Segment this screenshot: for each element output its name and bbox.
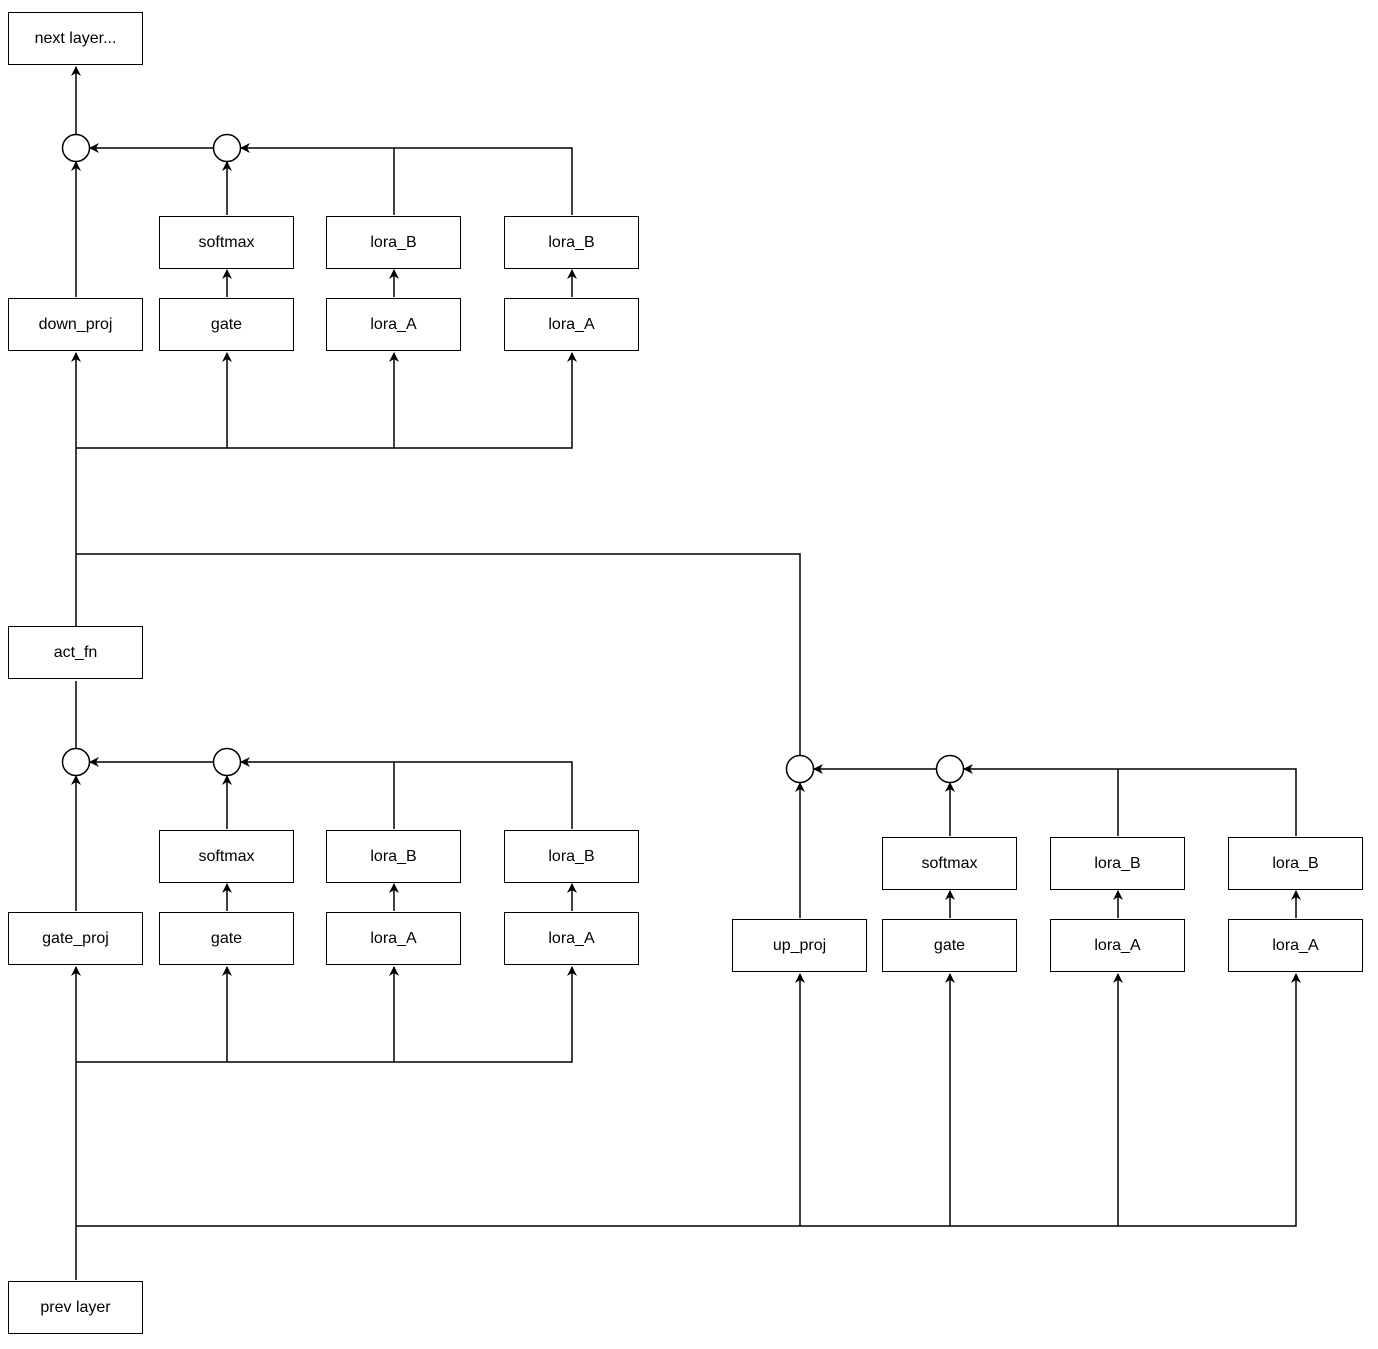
lora-b-node: lora_B (326, 216, 461, 269)
sum-node (785, 754, 815, 784)
arrow-to-loraA (76, 352, 577, 449)
lora-b-node: lora_B (1228, 837, 1363, 890)
arrow-to-loraA (76, 966, 577, 1063)
lora-b-node: lora_B (504, 216, 639, 269)
prev-layer-node: prev layer (8, 1281, 143, 1334)
lora-b-node: lora_B (1050, 837, 1185, 890)
sum-node (61, 747, 91, 777)
lora-a-node: lora_A (504, 298, 639, 351)
arrow-lora-to-mul (963, 764, 1297, 836)
arrow-lora-to-mul (240, 757, 573, 829)
lora-b-node: lora_B (326, 830, 461, 883)
gate-proj-node: gate_proj (8, 912, 143, 965)
lora-a-node: lora_A (1228, 919, 1363, 972)
multiply-node (212, 747, 242, 777)
softmax-node: softmax (159, 830, 294, 883)
next-layer-node: next layer... (8, 12, 143, 65)
gate-node: gate (159, 298, 294, 351)
sum-node (61, 133, 91, 163)
gate-node: gate (159, 912, 294, 965)
lora-a-node: lora_A (1050, 919, 1185, 972)
act-fn-node: act_fn (8, 626, 143, 679)
up-proj-node: up_proj (732, 919, 867, 972)
arrow-to-loraA (76, 973, 1301, 1227)
lora-b-node: lora_B (504, 830, 639, 883)
lora-a-node: lora_A (326, 912, 461, 965)
arrow-lora-to-mul (240, 143, 573, 215)
multiply-node (935, 754, 965, 784)
softmax-node: softmax (882, 837, 1017, 890)
line-upproj-to-multiply (76, 553, 801, 755)
down-proj-node: down_proj (8, 298, 143, 351)
gate-node: gate (882, 919, 1017, 972)
lora-a-node: lora_A (326, 298, 461, 351)
multiply-node (212, 133, 242, 163)
softmax-node: softmax (159, 216, 294, 269)
lora-a-node: lora_A (504, 912, 639, 965)
